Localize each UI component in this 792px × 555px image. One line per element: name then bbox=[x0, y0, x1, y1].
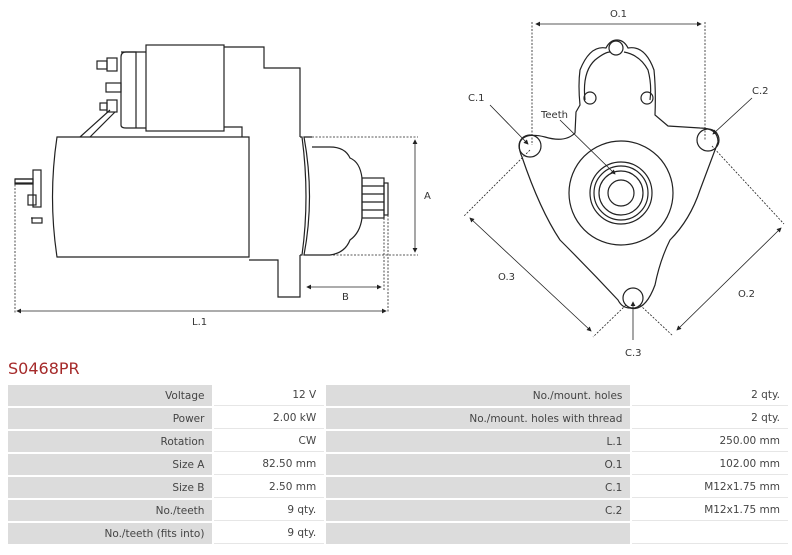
label-teeth: Teeth bbox=[540, 110, 568, 121]
spec-label: No./mount. holes bbox=[326, 385, 631, 406]
spec-value: 102.00 mm bbox=[632, 454, 788, 475]
label-l1: L.1 bbox=[192, 317, 207, 328]
spec-label: No./teeth bbox=[8, 500, 213, 521]
product-code: S0468PR bbox=[8, 359, 80, 378]
spec-value: 2 qty. bbox=[632, 408, 788, 429]
spec-label: Size A bbox=[8, 454, 213, 475]
spec-value: 82.50 mm bbox=[214, 454, 325, 475]
flange bbox=[224, 46, 301, 298]
motor-body bbox=[51, 136, 250, 258]
nose bbox=[303, 136, 363, 256]
label-o2: O.2 bbox=[738, 289, 755, 300]
spec-label: L.1 bbox=[326, 431, 631, 452]
spec-value: 9 qty. bbox=[214, 500, 325, 521]
front-view bbox=[518, 39, 720, 310]
label-b: B bbox=[342, 292, 349, 303]
spec-value: M12x1.75 mm bbox=[632, 477, 788, 498]
technical-drawing: A B L.1 O.1 C.1 C.2 Teeth O.3 O.2 C.3 bbox=[14, 9, 785, 359]
spec-value: 250.00 mm bbox=[632, 431, 788, 452]
pinion bbox=[361, 177, 385, 219]
spec-label: Power bbox=[8, 408, 213, 429]
label-a: A bbox=[424, 191, 431, 202]
side-dimensions bbox=[14, 136, 418, 314]
solenoid bbox=[145, 44, 225, 132]
mount-flange-outline bbox=[518, 39, 719, 310]
spec-label: Rotation bbox=[8, 431, 213, 452]
spec-label bbox=[326, 523, 631, 544]
spec-value: 2.00 kW bbox=[214, 408, 325, 429]
front-dimensions bbox=[463, 21, 785, 340]
spec-label: No./mount. holes with thread bbox=[326, 408, 631, 429]
label-c1: C.1 bbox=[468, 93, 485, 104]
spec-value: 9 qty. bbox=[214, 523, 325, 544]
label-o1: O.1 bbox=[610, 9, 627, 20]
spec-value: M12x1.75 mm bbox=[632, 500, 788, 521]
spec-label: O.1 bbox=[326, 454, 631, 475]
spec-value: 12 V bbox=[214, 385, 325, 406]
spec-label: C.1 bbox=[326, 477, 631, 498]
label-o3: O.3 bbox=[498, 272, 515, 283]
spec-label: Size B bbox=[8, 477, 213, 498]
label-c3: C.3 bbox=[625, 348, 642, 359]
spec-value: 2 qty. bbox=[632, 385, 788, 406]
nose-housing bbox=[568, 140, 674, 246]
spec-label: C.2 bbox=[326, 500, 631, 521]
pinion-gear bbox=[598, 170, 644, 216]
spec-label: Voltage bbox=[8, 385, 213, 406]
spec-label: No./teeth (fits into) bbox=[8, 523, 213, 544]
side-view bbox=[14, 44, 389, 298]
spec-value: 2.50 mm bbox=[214, 477, 325, 498]
spec-row: No./teeth (fits into)9 qty. bbox=[8, 523, 788, 544]
spec-value: CW bbox=[214, 431, 325, 452]
spec-value bbox=[632, 523, 788, 544]
label-c2: C.2 bbox=[752, 86, 769, 97]
